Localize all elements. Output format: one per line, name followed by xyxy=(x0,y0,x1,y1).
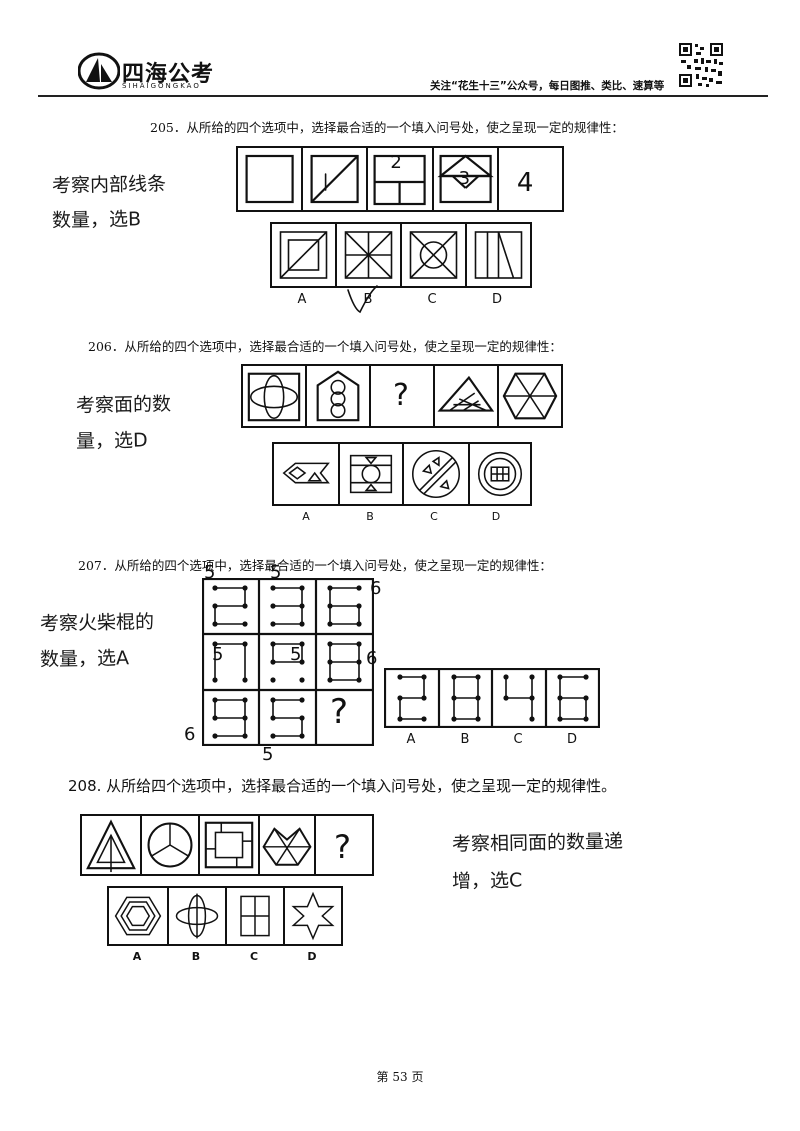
q205-figure-4: 3 xyxy=(434,148,499,210)
q207-note-line1: 考察火柴棍的 xyxy=(39,611,155,635)
q205-option-b[interactable] xyxy=(337,224,402,286)
q207-hand-num-3: 6 xyxy=(370,578,382,599)
q205-option-a[interactable] xyxy=(272,224,337,286)
q208-figure-question: ? xyxy=(316,816,372,874)
q206-note-line2: 量，选D xyxy=(75,429,148,453)
q206-figure-2 xyxy=(307,366,371,426)
q205-checkmark-icon xyxy=(347,285,378,314)
q206-figure-question: ? xyxy=(371,366,435,426)
q207-hand-num-5: 5 xyxy=(290,644,302,665)
q206-label-a: A xyxy=(302,510,310,523)
q205-hand-2: 2 xyxy=(390,152,402,173)
question-207-text: 207．从所给的四个选项中，选择最合适的一个填入问号处，使之呈现一定的规律性： xyxy=(78,558,552,573)
q207-hand-num-7: 6 xyxy=(184,724,196,745)
q208-option-d[interactable] xyxy=(285,888,341,944)
q207-hand-num-6: 6 xyxy=(366,648,378,669)
q207-hand-num-4: 5 xyxy=(212,644,224,665)
q208-label-c: C xyxy=(249,950,259,963)
q206-option-a[interactable] xyxy=(274,444,340,504)
header-rule xyxy=(38,95,768,97)
q208-note-line1: 考察相同面的数量递 xyxy=(451,830,624,856)
q205-figure-question: 4 xyxy=(499,148,562,210)
q205-figure-3: 2 xyxy=(368,148,434,210)
q207-note-line2: 数量，选A xyxy=(39,647,130,671)
q206-option-c[interactable] xyxy=(404,444,470,504)
q205-label-d: D xyxy=(491,292,502,307)
q206-label-c: C xyxy=(430,510,438,523)
q205-hand-4: 4 xyxy=(516,168,534,198)
logo-text: 四海公考 xyxy=(122,62,215,87)
q206-figure-5 xyxy=(499,366,561,426)
q207-label-d: D xyxy=(566,732,577,747)
q207-hand-num-1: 5 xyxy=(204,562,216,583)
logo-icon xyxy=(78,52,120,90)
q205-figure-2 xyxy=(303,148,369,210)
q206-question-mark: ? xyxy=(393,378,409,413)
q205-label-a: A xyxy=(297,292,307,307)
q208-option-a[interactable] xyxy=(109,888,169,944)
qr-code-icon xyxy=(678,42,724,88)
q205-note-line2: 数量，选B xyxy=(51,208,142,232)
q208-options-row xyxy=(107,886,343,946)
q207-hand-num-2: 5 xyxy=(270,562,282,583)
q206-note-line1: 考察面的数 xyxy=(75,393,172,417)
q208-note-line2: 增，选C xyxy=(451,869,523,893)
question-208-text: 208. 从所给四个选项中，选择最合适的一个填入问号处，使之呈现一定的规律性。 xyxy=(68,777,617,795)
q207-options-row xyxy=(384,668,600,728)
q208-label-a: A xyxy=(132,950,142,963)
q206-label-b: B xyxy=(366,510,374,523)
page-number: 第 53 页 xyxy=(376,1070,424,1084)
q207-label-c: C xyxy=(513,732,523,747)
q206-question-row: ? xyxy=(241,364,563,428)
q208-label-d: D xyxy=(307,950,317,963)
q205-figure-1 xyxy=(238,148,304,210)
q206-figure-1 xyxy=(243,366,307,426)
q205-label-b: B xyxy=(363,292,373,307)
q205-option-c[interactable] xyxy=(402,224,467,286)
q205-label-c: C xyxy=(427,292,437,307)
q208-option-c[interactable] xyxy=(227,888,285,944)
q205-hand-3: 3 xyxy=(458,168,471,189)
q207-hand-num-8: 5 xyxy=(262,744,274,765)
q208-figure-2 xyxy=(142,816,200,874)
q206-figure-4 xyxy=(435,366,499,426)
q205-options-row xyxy=(270,222,532,288)
q207-label-a: A xyxy=(406,732,416,747)
q205-question-row: 2 3 4 xyxy=(236,146,564,212)
header-note: 关注“花生十三”公众号，每日图推、类比、速算等 xyxy=(430,80,665,92)
q206-label-d: D xyxy=(491,510,501,523)
q208-figure-1 xyxy=(82,816,142,874)
q208-figure-3 xyxy=(200,816,260,874)
q207-label-b: B xyxy=(460,732,470,747)
question-205-text: 205．从所给的四个选项中，选择最合适的一个填入问号处，使之呈现一定的规律性： xyxy=(150,120,624,135)
q205-option-d[interactable] xyxy=(467,224,530,286)
q206-options-row xyxy=(272,442,532,506)
q207-matchstick-grid xyxy=(202,578,374,746)
q208-question-row: ? xyxy=(80,814,374,876)
q208-option-b[interactable] xyxy=(169,888,227,944)
q208-label-b: B xyxy=(191,950,201,963)
logo-subtitle: SIHAIGONGKAO xyxy=(122,82,201,90)
q208-question-mark: ? xyxy=(334,828,351,866)
q205-note-line1: 考察内部线条 xyxy=(51,173,167,197)
q207-question-mark: ? xyxy=(330,692,349,732)
q206-option-b[interactable] xyxy=(340,444,404,504)
q206-option-d[interactable] xyxy=(470,444,530,504)
question-206-text: 206．从所给的四个选项中，选择最合适的一个填入问号处，使之呈现一定的规律性： xyxy=(88,339,562,354)
q208-figure-4 xyxy=(260,816,316,874)
